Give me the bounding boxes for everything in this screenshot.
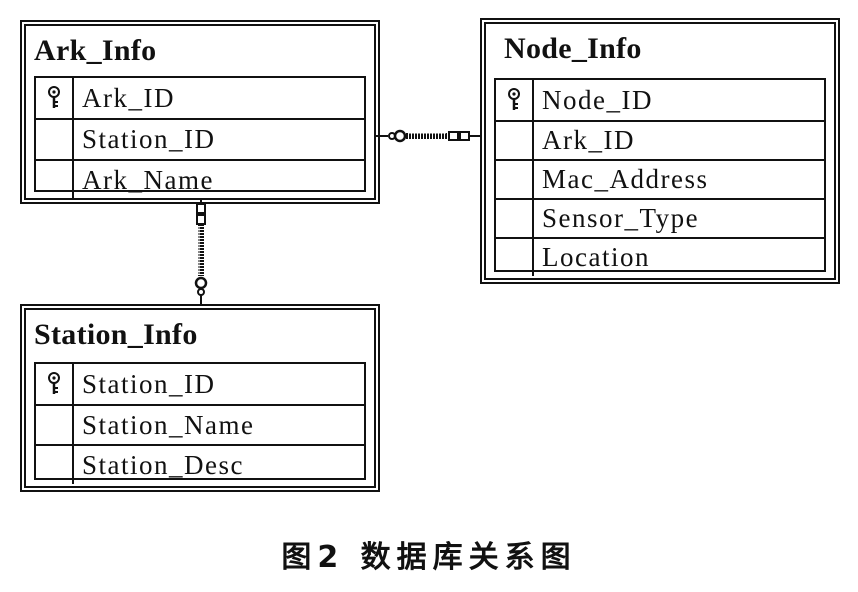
field-row: Station_ID xyxy=(36,364,364,404)
key-cell-empty xyxy=(496,200,534,237)
key-cell-empty xyxy=(496,239,534,276)
relationship-station-ark xyxy=(194,198,208,304)
relationship-ark-node xyxy=(376,129,482,143)
connector-infinity-icon xyxy=(376,129,407,143)
field-row: Station_Desc xyxy=(36,444,364,484)
field-name: Ark_ID xyxy=(542,125,635,155)
field-name: Location xyxy=(542,242,650,272)
connector-key-icon xyxy=(448,131,482,141)
field-list: Station_ID Station_Name Station_Desc xyxy=(34,362,366,484)
field-name: Station_Desc xyxy=(82,449,244,480)
connector-infinity-icon xyxy=(194,276,208,304)
field-name: Station_Name xyxy=(82,409,255,440)
figure-caption: 图2 数据库关系图 xyxy=(281,540,577,575)
field-list: Node_ID Ark_ID Mac_Address Sensor_Type L… xyxy=(494,78,826,276)
primary-key-icon xyxy=(36,364,74,404)
field-row: Sensor_Type xyxy=(496,198,824,237)
field-name: Mac_Address xyxy=(542,164,709,194)
key-cell-empty xyxy=(36,446,74,484)
key-cell-empty xyxy=(36,161,74,200)
primary-key-icon xyxy=(36,78,74,118)
key-cell-empty xyxy=(36,406,74,444)
field-name: Station_ID xyxy=(82,124,216,154)
table-node-info: Node_Info Node_ID Ark_ID Mac_Address Sen… xyxy=(480,18,840,284)
table-title: Node_Info xyxy=(504,32,642,65)
field-row: Location xyxy=(496,237,824,276)
primary-key-icon xyxy=(496,80,534,120)
field-name: Ark_ID xyxy=(82,82,175,113)
field-row: Ark_Name xyxy=(36,159,364,200)
field-row: Mac_Address xyxy=(496,159,824,198)
key-cell-empty xyxy=(36,120,74,159)
field-row: Station_Name xyxy=(36,404,364,444)
field-name: Sensor_Type xyxy=(542,203,700,233)
table-title: Ark_Info xyxy=(34,34,157,67)
key-cell-empty xyxy=(496,161,534,198)
table-station-info: Station_Info Station_ID Station_Name Sta… xyxy=(20,304,380,492)
connector-key-icon xyxy=(196,198,206,225)
field-row: Station_ID xyxy=(36,118,364,159)
field-row: Node_ID xyxy=(496,80,824,120)
key-cell-empty xyxy=(496,122,534,159)
field-row: Ark_ID xyxy=(36,78,364,118)
field-name: Ark_Name xyxy=(82,165,214,195)
field-row: Ark_ID xyxy=(496,120,824,159)
field-name: Station_ID xyxy=(82,368,216,399)
table-title: Station_Info xyxy=(34,318,198,351)
field-name: Node_ID xyxy=(542,84,653,115)
field-list: Ark_ID Station_ID Ark_Name xyxy=(34,76,366,200)
